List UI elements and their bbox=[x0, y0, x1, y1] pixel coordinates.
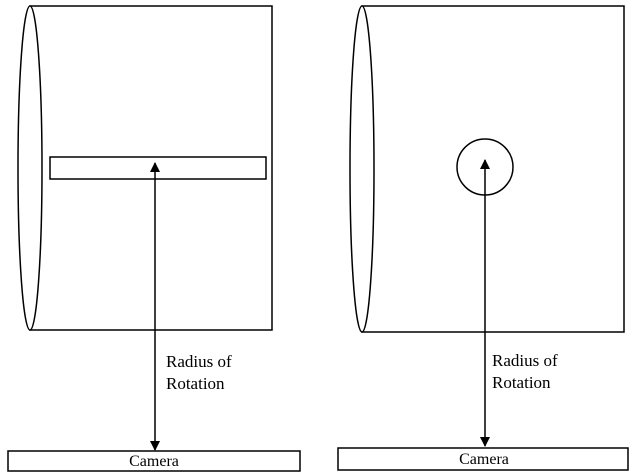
left-camera-label: Camera bbox=[129, 453, 179, 470]
right-camera-label: Camera bbox=[459, 451, 509, 468]
left-camera bbox=[7, 450, 301, 472]
right-cylinder-end-ellipse bbox=[349, 5, 375, 333]
line-source bbox=[49, 156, 267, 180]
left-panel: Radius of Rotation Camera bbox=[7, 5, 301, 472]
left-cylinder-end-ellipse bbox=[17, 5, 43, 331]
left-radius-label-line1: Radius of bbox=[166, 352, 232, 371]
right-radius-label-line1: Radius of bbox=[492, 351, 558, 370]
right-radius-label-line2: Rotation bbox=[492, 373, 551, 392]
right-camera bbox=[337, 447, 629, 471]
right-panel: Radius of Rotation Camera bbox=[337, 5, 629, 471]
left-radius-label-line2: Rotation bbox=[166, 374, 225, 393]
right-cylinder bbox=[349, 5, 625, 333]
